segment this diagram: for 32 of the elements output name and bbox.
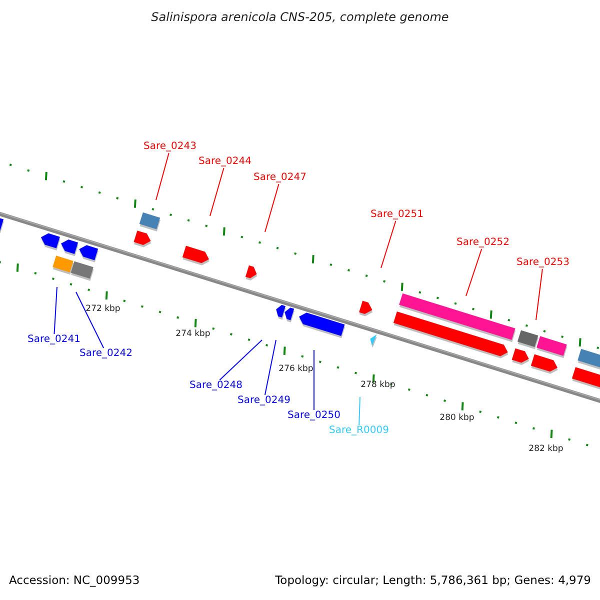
leader-line — [536, 268, 543, 320]
leader-line — [264, 340, 276, 396]
gene-label: Sare_R0009 — [329, 426, 389, 436]
title: Salinispora arenicola CNS-205, complete genome — [150, 11, 450, 23]
gene-label: Sare_0250 — [288, 411, 340, 421]
gene-label: Sare_0244 — [198, 157, 252, 167]
accession-text: Accession: NC_009953 — [9, 575, 140, 586]
scale-label: 280 kbp — [440, 414, 474, 422]
leader-line — [54, 286, 58, 334]
scale-label: 276 kbp — [278, 364, 314, 374]
gene-label: Sare_0242 — [80, 349, 132, 359]
gene-label: Sare_0253 — [516, 258, 570, 268]
genome-info-text: Topology: circular; Length: 5,786,361 bp; Genes: 4,979 — [275, 575, 591, 586]
scale-label: 274 kbp — [176, 330, 210, 338]
leader-line — [380, 220, 396, 268]
leader-line — [76, 292, 104, 348]
gene-label: Sare_0252 — [456, 238, 510, 248]
gene-label: Sare_0247 — [254, 173, 306, 183]
gene-label: Sare_0248 — [190, 381, 242, 391]
leader-line — [219, 340, 262, 380]
leader-line — [466, 248, 482, 296]
leader-line — [210, 168, 224, 216]
gene-label: Sare_0249 — [238, 396, 290, 406]
gene-label: Sare_0241 — [28, 335, 80, 345]
scale-label: 272 kbp — [86, 304, 120, 314]
gene-label: Sare_0251 — [370, 210, 424, 220]
gene-label: Sare_0243 — [144, 142, 196, 152]
leader-line — [156, 152, 170, 200]
scale-label: 282 kbp — [528, 444, 564, 454]
leader-line — [358, 396, 360, 426]
leader-line — [264, 184, 280, 232]
scale-label: 278 kbp — [360, 380, 396, 390]
